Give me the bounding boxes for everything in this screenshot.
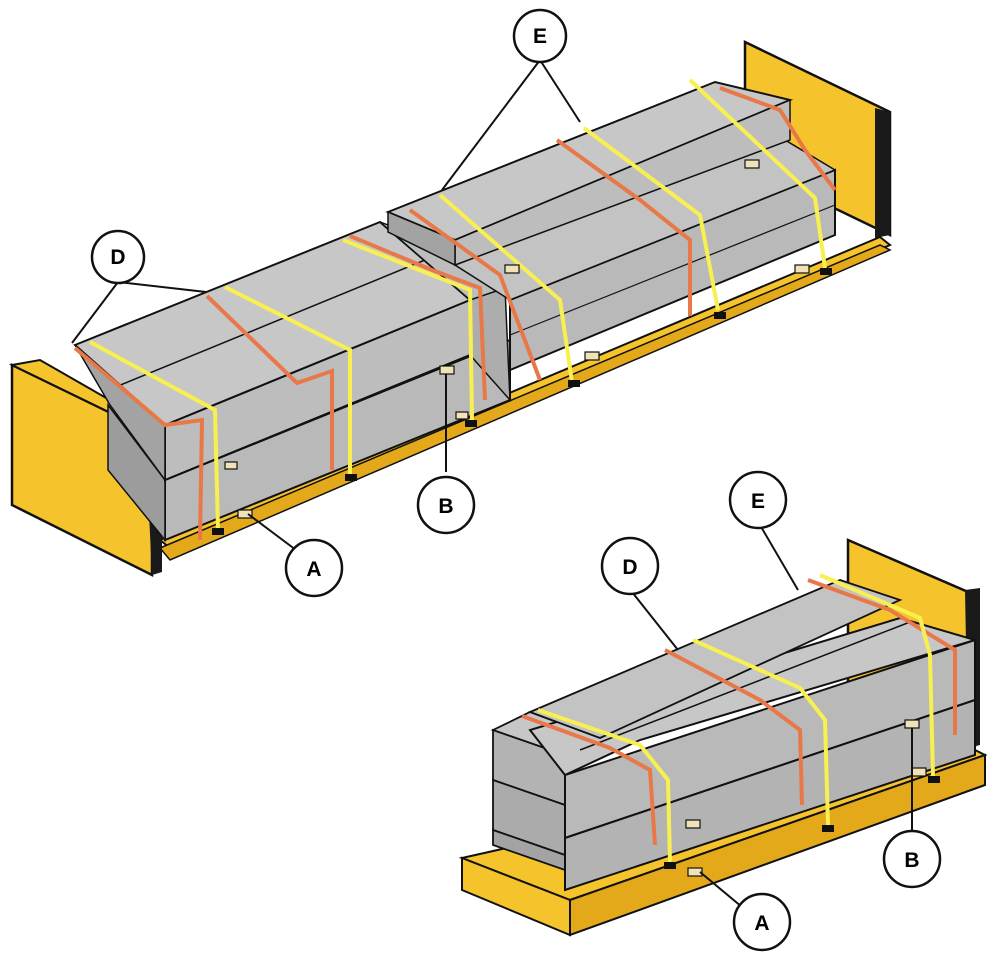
top-left-cargo-group <box>73 220 511 543</box>
bottom-yellow-straps <box>537 573 935 863</box>
callout-bottom-D: D <box>600 536 660 596</box>
callout-top-A: A <box>284 538 344 598</box>
svg-text:D: D <box>110 246 125 269</box>
bottom-dunnage-blocks <box>685 719 927 877</box>
svg-text:E: E <box>751 490 765 513</box>
top-yellow-straps <box>89 78 827 531</box>
bottom-flat-rack-assembly: E D B A <box>458 470 987 952</box>
svg-text:B: B <box>438 495 453 518</box>
svg-text:D: D <box>622 556 637 579</box>
callout-top-B: B <box>416 475 476 535</box>
callout-top-D: D <box>90 229 146 285</box>
svg-text:A: A <box>306 558 321 581</box>
bottom-lashing-points <box>664 776 940 869</box>
top-flat-rack-assembly: E D B A <box>8 8 892 598</box>
svg-text:A: A <box>754 912 769 935</box>
callout-bottom-E: E <box>728 470 788 530</box>
callout-top-E: E <box>512 8 568 64</box>
top-right-cargo-group <box>385 80 837 375</box>
top-dunnage-blocks <box>224 159 810 519</box>
svg-text:B: B <box>904 849 919 872</box>
callout-bottom-B: B <box>882 829 942 889</box>
top-platform-deck <box>158 235 892 561</box>
svg-text:E: E <box>533 25 547 48</box>
callout-bottom-A: A <box>732 892 792 952</box>
top-lashing-points <box>212 268 832 535</box>
top-orange-straps <box>73 86 837 541</box>
top-callout-leaders <box>71 59 581 554</box>
